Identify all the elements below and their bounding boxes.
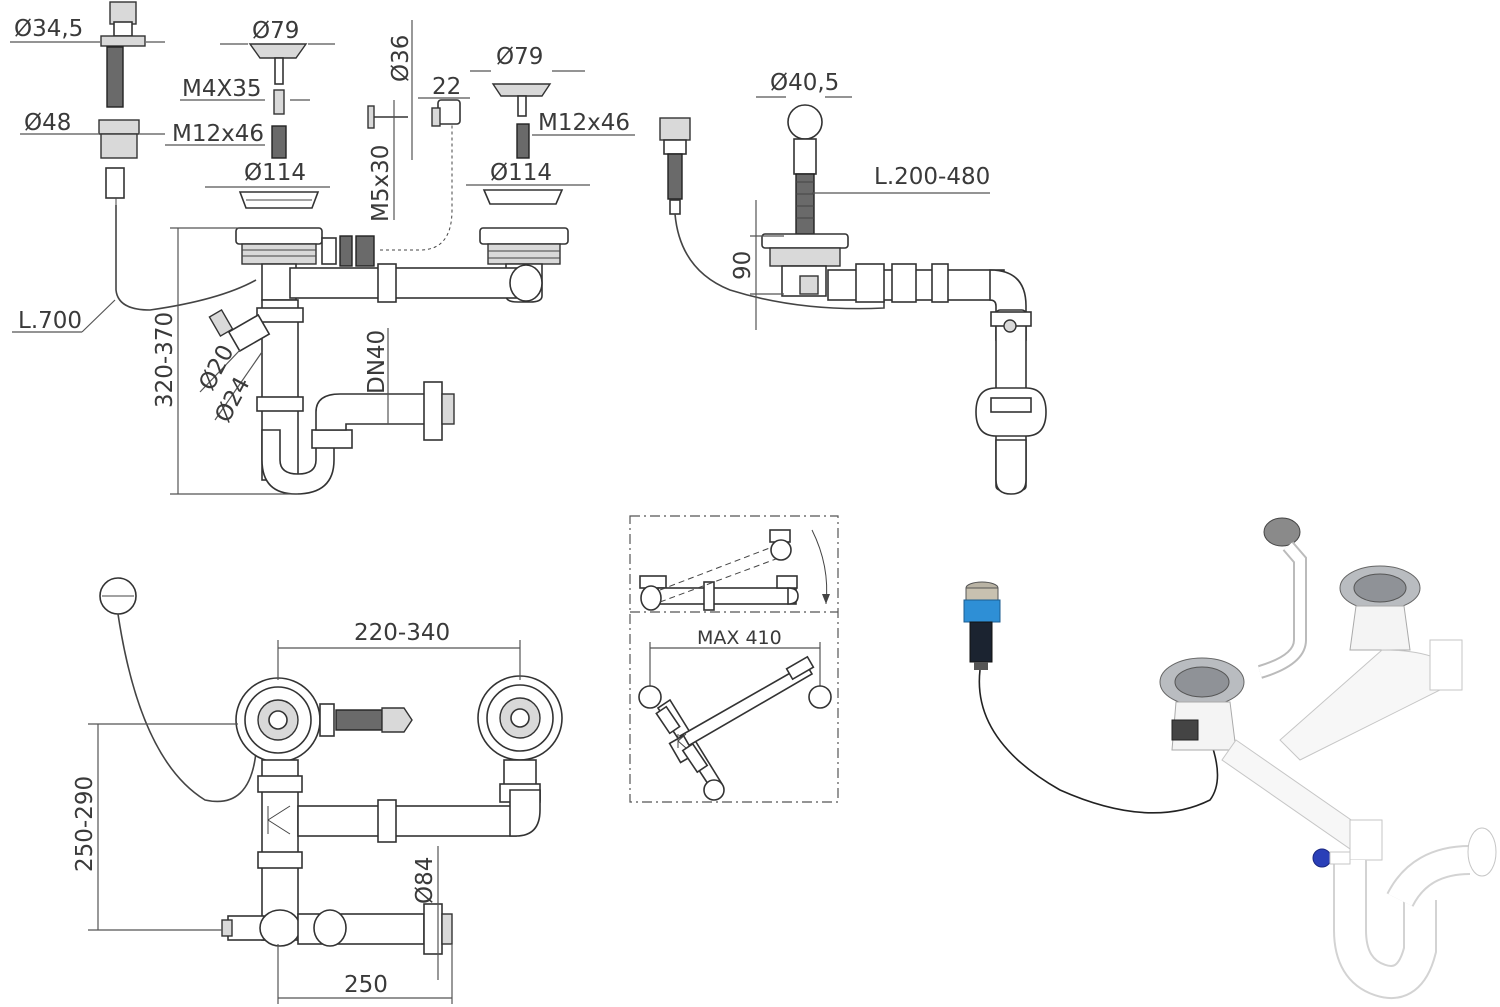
top-view <box>88 577 563 1004</box>
label-d79-b: Ø79 <box>496 44 543 70</box>
label-d114-a: Ø114 <box>244 160 306 186</box>
label-l200-480: L.200-480 <box>874 164 990 190</box>
label-d79-a: Ø79 <box>252 18 299 44</box>
label-d84: Ø84 <box>412 857 438 904</box>
label-d36: Ø36 <box>388 35 414 82</box>
adjustment-inset <box>629 515 839 803</box>
label-h90: 90 <box>730 251 756 280</box>
label-d114-b: Ø114 <box>490 160 552 186</box>
product-3d-render <box>963 517 1497 999</box>
label-250: 250 <box>344 972 388 998</box>
label-d34-5: Ø34,5 <box>14 16 83 42</box>
label-m4x35: M4X35 <box>182 76 262 102</box>
label-d40-5: Ø40,5 <box>770 70 839 96</box>
label-250-290: 250-290 <box>72 776 98 872</box>
label-220-340: 220-340 <box>354 620 450 646</box>
label-dim22: 22 <box>432 74 461 100</box>
label-m5x30: M5x30 <box>368 145 394 222</box>
label-m12x46-a: M12x46 <box>172 121 264 147</box>
label-m12x46-b: M12x46 <box>538 110 630 136</box>
label-max410: MAX 410 <box>697 627 782 649</box>
side-view <box>659 96 1047 495</box>
dimension-labels: Ø34,5 Ø79 Ø79 M4X35 22 Ø48 M12x46 M12x46… <box>14 16 990 998</box>
label-dn40: DN40 <box>364 330 390 394</box>
front-view <box>10 1 635 495</box>
label-320-370: 320-370 <box>152 312 178 408</box>
label-d48: Ø48 <box>24 110 71 136</box>
label-l700: L.700 <box>18 308 82 334</box>
